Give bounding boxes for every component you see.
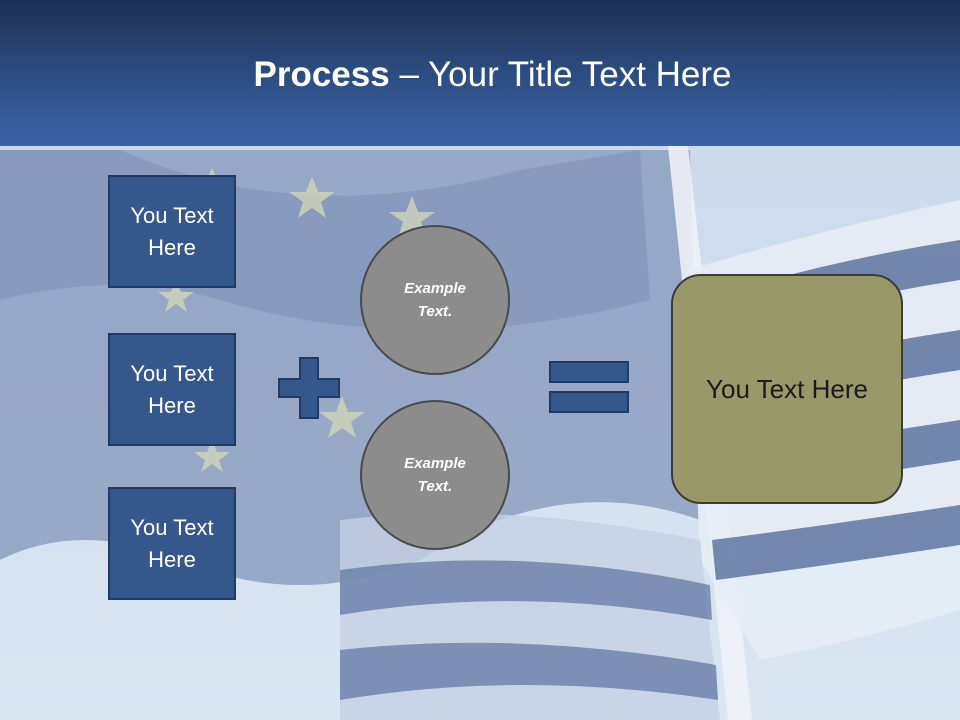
input-box-1: You Text Here (108, 175, 236, 288)
plus-icon (278, 357, 340, 419)
circle-label: Example Text. (404, 455, 466, 495)
result-label: You Text Here (706, 373, 868, 404)
input-box-2: You Text Here (108, 333, 236, 446)
input-box-label: You Text Here (130, 202, 214, 260)
title-text: Your Title Text Here (428, 55, 732, 94)
equals-icon (549, 361, 629, 413)
example-circle-2: Example Text. (360, 400, 510, 550)
example-circle-1: Example Text. (360, 225, 510, 375)
input-box-label: You Text Here (130, 514, 214, 572)
circle-label: Example Text. (404, 280, 466, 320)
slide-title: Process – Your Title Text Here (0, 50, 960, 100)
input-box-label: You Text Here (130, 360, 214, 418)
title-dash: – (389, 55, 428, 94)
result-box: You Text Here (671, 274, 903, 504)
input-box-3: You Text Here (108, 487, 236, 600)
header-bar: Process – Your Title Text Here (0, 0, 960, 146)
title-bold-part: Process (253, 55, 390, 94)
